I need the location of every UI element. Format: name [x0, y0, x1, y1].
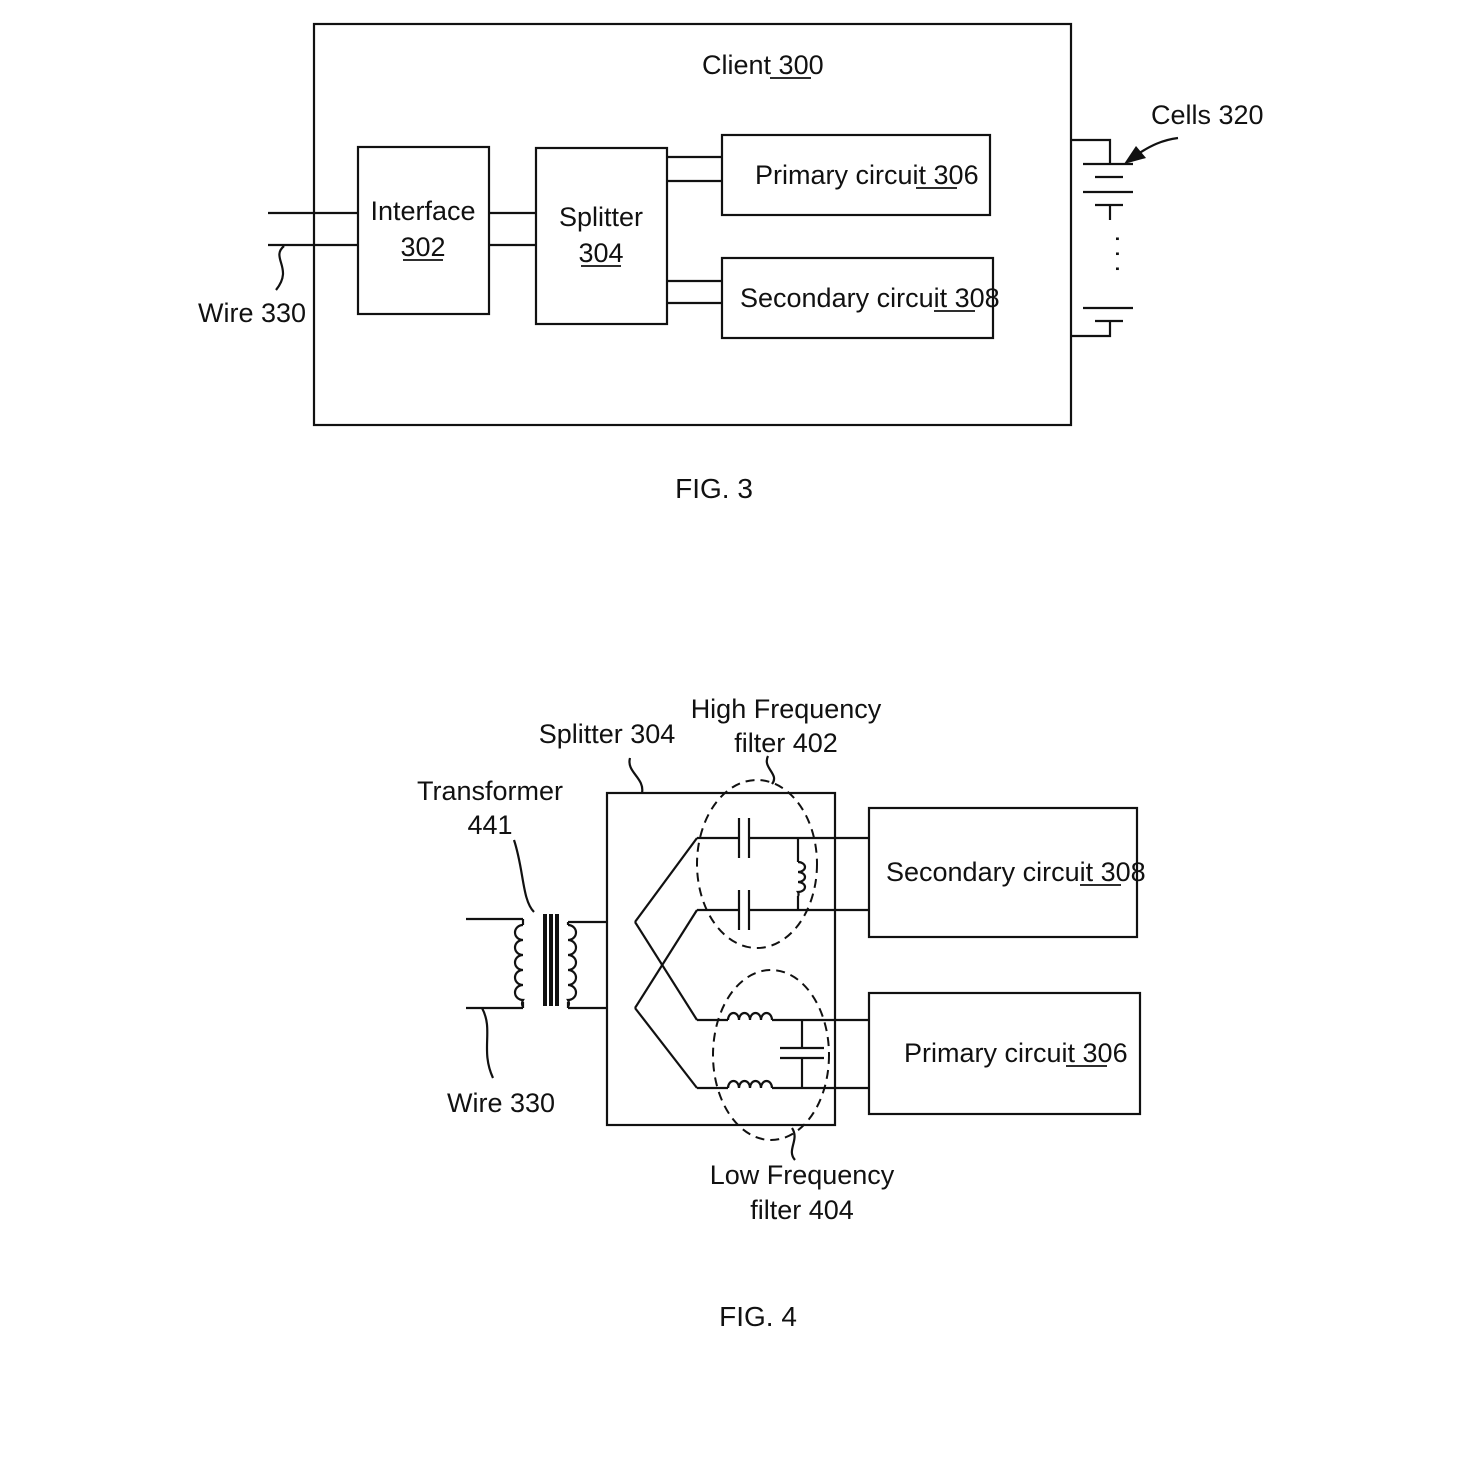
- figure-3: Client 300 Wire 330 Interface 302 Splitt…: [198, 22, 1264, 504]
- lf-inductor-top: [726, 1011, 774, 1021]
- fanout-top-to-lf: [634, 921, 698, 1021]
- secondary-circuit-box: [720, 256, 995, 340]
- primary-circuit-label: Primary circuit 306: [755, 160, 979, 190]
- splitter-304-label: Splitter 304: [539, 719, 676, 749]
- transformer-primary-coil: [513, 923, 525, 1008]
- splitter-304-leader: [628, 757, 644, 794]
- wire-330-leader: [275, 245, 285, 291]
- transformer-441: [513, 914, 578, 1008]
- cell-top-lead: [1071, 138, 1112, 164]
- cell-bottom-lead: [1071, 321, 1112, 338]
- transformer-leader: [512, 839, 535, 913]
- lf-inductor-bottom: [726, 1079, 774, 1089]
- fig4-primary-circuit-box: [867, 991, 1142, 1116]
- secondary-circuit-label: Secondary circuit 308: [740, 283, 1000, 313]
- hf-shunt-inductor: [796, 860, 807, 897]
- fig4-secondary-circuit-box: [867, 806, 1139, 939]
- splitter-ref: 304: [578, 238, 623, 268]
- interface-ref: 302: [400, 232, 445, 262]
- splitter-name: Splitter: [559, 202, 643, 232]
- cells-ellipsis: . . .: [1110, 235, 1140, 273]
- cells-320-label: Cells 320: [1151, 100, 1264, 130]
- fig4-caption: FIG. 4: [719, 1301, 797, 1332]
- interface-name: Interface: [370, 196, 475, 226]
- lf-filter-label-line1: Low Frequency: [710, 1160, 895, 1190]
- fig3-caption: FIG. 3: [675, 473, 753, 504]
- splitter-304-box: [605, 791, 837, 1127]
- wire-330-label-fig4: Wire 330: [447, 1088, 555, 1118]
- client-label: Client 300: [702, 50, 824, 80]
- splitter-box: [534, 146, 669, 326]
- cells-arrowhead: [1124, 146, 1146, 164]
- fanout-bottom-to-hf: [634, 909, 698, 1009]
- hf-filter-leader: [765, 755, 776, 785]
- primary-circuit-box: [720, 133, 992, 217]
- transformer-label-line2: 441: [467, 810, 512, 840]
- transformer-label-line1: Transformer: [417, 776, 563, 806]
- cells-leader: [1137, 136, 1179, 155]
- fig4-secondary-circuit-label: Secondary circuit 308: [886, 857, 1146, 887]
- lf-filter-leader: [790, 1127, 796, 1161]
- fanout-bottom-to-lf: [634, 1007, 698, 1089]
- hf-filter-label-line2: filter 402: [734, 728, 838, 758]
- wire-330-label: Wire 330: [198, 298, 306, 328]
- lf-filter-outline: [712, 969, 830, 1141]
- hf-filter-label-line1: High Frequency: [691, 694, 882, 724]
- hf-filter-402: [696, 779, 869, 949]
- fig4-primary-circuit-label: Primary circuit 306: [904, 1038, 1128, 1068]
- transformer-secondary-coil: [566, 923, 578, 1008]
- fanout-top-to-hf: [634, 837, 698, 923]
- wire-330-leader-fig4: [481, 1007, 494, 1079]
- hf-filter-outline: [696, 779, 818, 949]
- lf-filter-404: [697, 969, 869, 1141]
- lf-filter-label-line2: filter 404: [750, 1195, 854, 1225]
- interface-box: [356, 145, 491, 316]
- cells-320: . . . Cells 320: [1071, 100, 1264, 338]
- figure-4: High Frequency filter 402 Splitter 304 T…: [417, 694, 1146, 1332]
